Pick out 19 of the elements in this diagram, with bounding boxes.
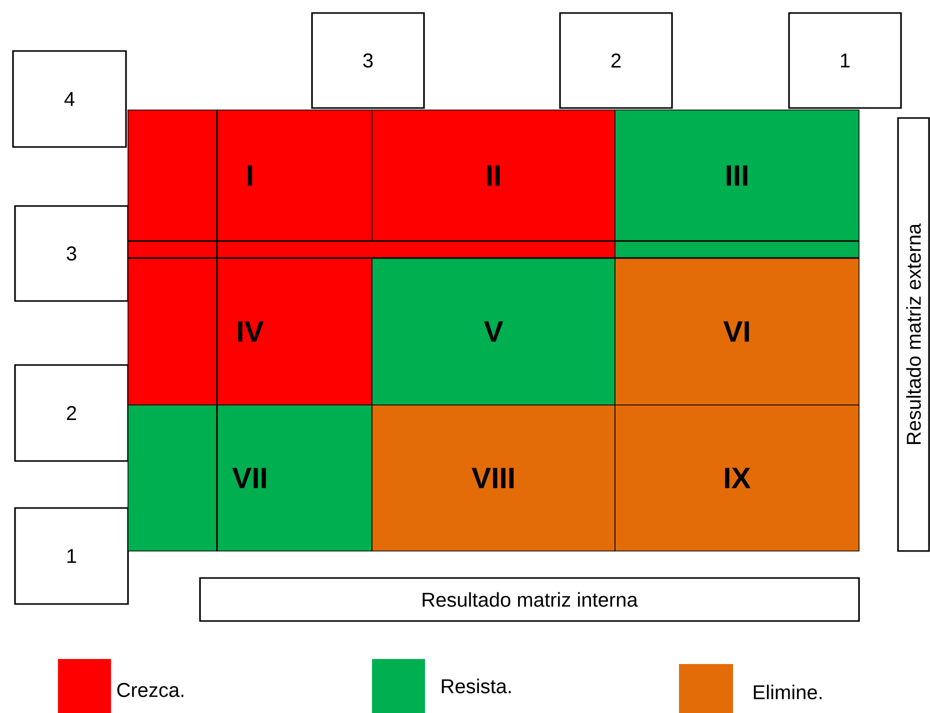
- score-box: 1: [14, 507, 129, 605]
- score-box: 4: [12, 50, 127, 148]
- axis-label-box: Resultado matriz externa: [897, 117, 930, 552]
- matrix-cell: VI: [614, 258, 860, 406]
- matrix-cell: V: [372, 258, 616, 406]
- color-bar: [128, 404, 218, 552]
- score-box: 3: [311, 12, 425, 109]
- score-box: 2: [14, 364, 129, 462]
- score-box: 1: [788, 12, 902, 109]
- axis-label-box: Resultado matriz interna: [199, 577, 860, 622]
- color-bar: [128, 110, 218, 406]
- legend-label: Elimine.: [754, 684, 822, 700]
- legend-label: Resista.: [442, 678, 511, 694]
- score-box: 3: [14, 205, 129, 302]
- legend-label: Crezca.: [117, 682, 184, 698]
- matrix-cell: VIII: [372, 404, 616, 552]
- matrix-cell: IX: [614, 404, 860, 552]
- score-box: 2: [559, 12, 673, 109]
- matrix-cell: VII: [216, 404, 372, 552]
